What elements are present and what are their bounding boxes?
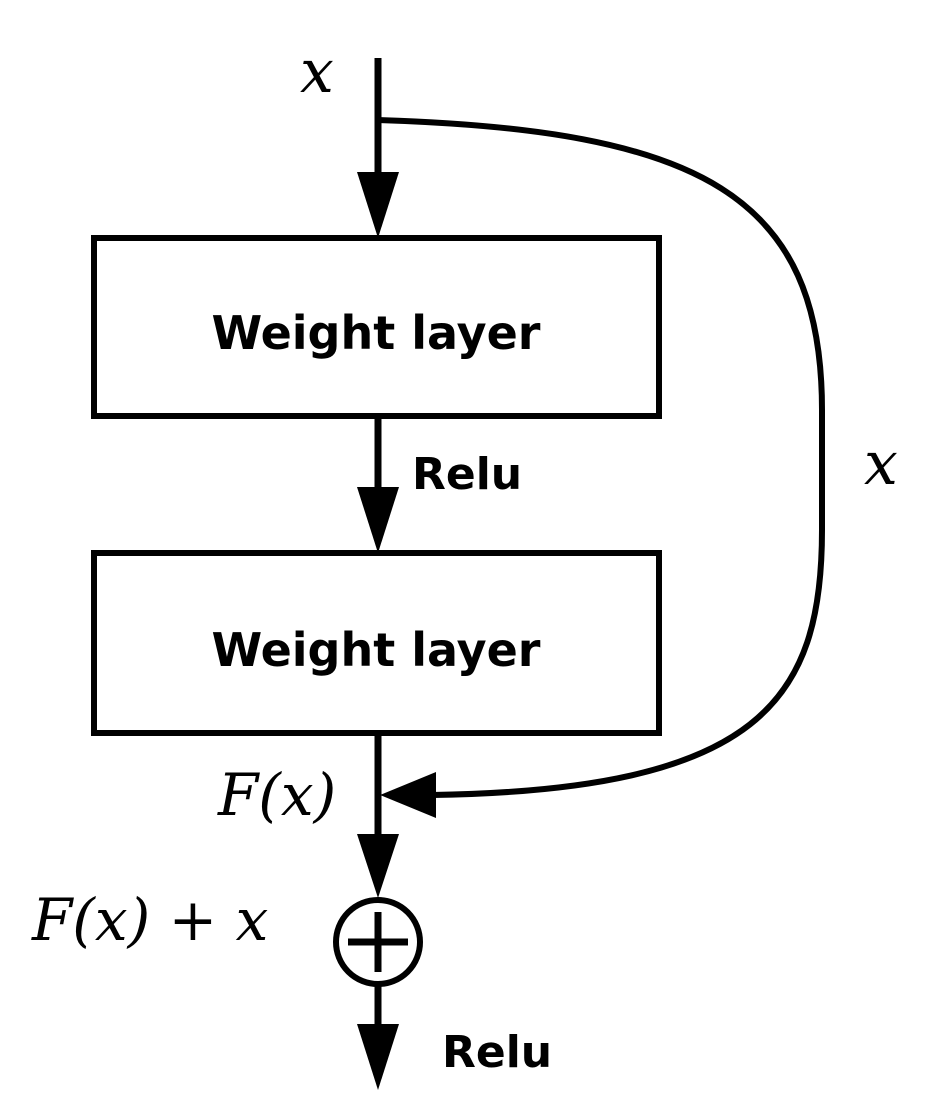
residual-label: F(x) [217,761,336,829]
add-circle-icon [333,897,423,987]
skip-label: x [864,429,898,499]
arrow-into-sum [357,834,399,898]
skip-arrowhead [380,772,436,818]
weight-layer-1-label: Weight layer [211,306,540,360]
main-path [91,58,662,1090]
skip-curve [377,117,825,798]
relu-label-1: Relu [412,449,522,500]
skip-connection [377,117,825,818]
sum-label: F(x) + x [31,886,268,954]
relu-label-2: Relu [442,1027,552,1078]
arrow-into-layer1 [357,172,399,238]
weight-layer-2-label: Weight layer [211,623,540,677]
output-arrow [357,1024,399,1090]
arrow-into-layer2 [357,487,399,553]
input-label: x [300,37,334,107]
weight-layer-1 [91,235,662,419]
